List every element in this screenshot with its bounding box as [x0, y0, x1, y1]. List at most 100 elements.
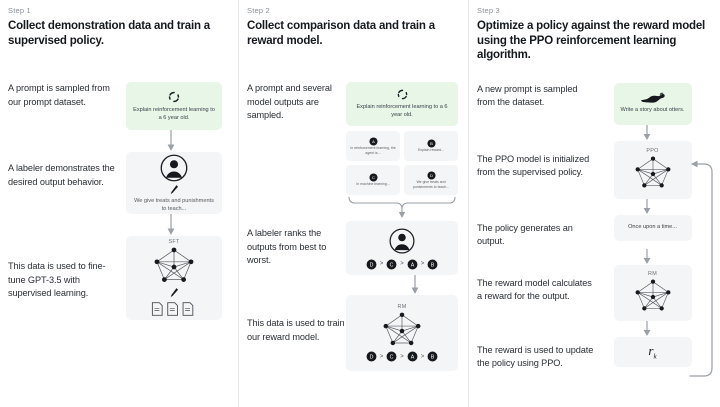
neural-network-icon — [154, 247, 194, 282]
output-text-d: We give treats and punishments to teach.… — [412, 179, 450, 189]
arrow-down-icon — [411, 275, 419, 294]
step-3-caption-5: The reward is used to update the policy … — [477, 344, 594, 369]
ranking-card: D > C > A > — [346, 221, 458, 275]
step-1-caption-3: This data is used to fine-tune GPT-3.5 w… — [8, 261, 106, 298]
output-card: Once upon a time... — [613, 214, 692, 241]
step-3-caption-1: A new prompt is sampled from the dataset… — [477, 83, 578, 108]
ranking-row: D > C > A > — [366, 259, 439, 270]
step-1-row-2: A labeler demonstrates the desired outpu… — [8, 152, 228, 214]
arrow-down-icon — [167, 214, 175, 235]
rank-separator: > — [400, 261, 404, 267]
output-text-b: Explain reward... — [417, 148, 445, 153]
prompt-card: Explain reinforcement learning to a 6 ye… — [346, 82, 458, 126]
arrow-down-icon — [643, 124, 651, 140]
output-card-c: C In machine learning... — [346, 165, 400, 195]
output-text-c: In machine learning... — [356, 182, 390, 187]
step-3-caption-4: The reward model calculates a reward for… — [477, 277, 592, 302]
labeler-person-icon — [160, 154, 188, 182]
arrow-down-icon — [643, 198, 651, 214]
prompt-card: Write a story about otters. — [613, 82, 692, 125]
ranking-row: D > C > A > — [366, 351, 439, 362]
arrow-down-icon — [167, 130, 175, 151]
svg-text:A: A — [411, 354, 415, 360]
svg-text:D: D — [430, 173, 433, 178]
step-3-visual-1: Write a story about otters. — [595, 82, 710, 125]
step-3-row-3: The policy generates an output. Once upo… — [477, 214, 710, 249]
svg-text:A: A — [372, 139, 375, 144]
step-1-caption-1: A prompt is sampled from our prompt data… — [8, 83, 110, 107]
step-3-row-4: The reward model calculates a reward for… — [477, 264, 710, 321]
labeler-person-icon — [389, 227, 415, 254]
step-2-visual-3: RM — [346, 295, 458, 371]
step-1-label: Step 1 — [8, 6, 31, 15]
rank-separator: > — [379, 353, 384, 360]
neural-network-icon — [635, 279, 670, 310]
rank-separator: > — [420, 353, 425, 360]
prompt-card-text: Write a story about otters. — [620, 107, 685, 114]
labeler-card-text: We give treats and punishments to teach.… — [134, 197, 214, 212]
ppo-feedback-loop-arrow — [689, 160, 713, 377]
step-1-visual-1: Explain reinforcement learning to a 6 ye… — [120, 82, 228, 130]
output-text-a: In reinforcement learning, the agent is.… — [350, 145, 396, 155]
badge-d-icon: D — [426, 171, 436, 180]
prompt-card: Explain reinforcement learning to a 6 ye… — [126, 82, 222, 130]
neural-network-icon — [635, 156, 670, 187]
step-1-title: Collect demonstration data and train a s… — [8, 20, 210, 47]
step-1-row-1: A prompt is sampled from our prompt data… — [8, 82, 228, 130]
rm-label: RM — [397, 304, 407, 310]
rank-separator: > — [400, 353, 404, 360]
step-3-column: Step 3 Optimize a policy against the rew… — [468, 0, 720, 407]
rm-model-card: RM — [346, 295, 458, 371]
labeler-card: We give treats and punishments to teach.… — [126, 152, 222, 214]
step-2-column: Step 2 Collect comparison data and train… — [238, 0, 468, 407]
circular-arrows-icon — [168, 91, 180, 103]
svg-text:C: C — [372, 175, 375, 180]
badge-a-icon: A — [407, 259, 418, 269]
step-2-caption-1: A prompt and several model outputs are s… — [247, 83, 332, 120]
badge-b-icon: B — [426, 139, 436, 148]
badge-b-icon: B — [427, 351, 438, 362]
step-3-visual-3: Once upon a time... — [595, 214, 710, 241]
reward-card: rk — [613, 336, 692, 367]
pen-icon — [170, 185, 178, 194]
svg-text:D: D — [369, 354, 373, 360]
otter-icon — [640, 92, 665, 103]
rm-label: RM — [648, 270, 657, 277]
step-3-row-2: The PPO model is initialized from the su… — [477, 140, 710, 199]
neural-network-icon — [383, 312, 421, 346]
ppo-model-card: PPO — [613, 140, 692, 199]
badge-c-icon: C — [386, 351, 397, 362]
step-2-visual-1: Explain reinforcement learning to a 6 ye… — [346, 82, 458, 219]
step-3-caption-3: The policy generates an output. — [477, 222, 573, 247]
step-1-column: Step 1 Collect demonstration data and tr… — [0, 0, 238, 407]
badge-a-icon: A — [368, 137, 378, 146]
arrow-down-icon — [643, 320, 651, 336]
step-1-caption-2: A labeler demonstrates the desired outpu… — [8, 163, 115, 187]
step-2-caption-2: A labeler ranks the outputs from best to… — [247, 228, 327, 265]
model-outputs-grid: A In reinforcement learning, the agent i… — [346, 131, 458, 195]
brace-collapse-icon — [348, 196, 456, 218]
badge-c-icon: C — [368, 173, 378, 182]
arrow-down-icon — [643, 248, 651, 264]
badge-b-icon: B — [427, 259, 438, 269]
sft-model-card: SFT — [126, 236, 222, 320]
svg-text:C: C — [390, 262, 394, 268]
step-3-label: Step 3 — [477, 6, 500, 15]
step-3-visual-4: RM — [595, 264, 710, 321]
step-3-row-5: The reward is used to update the policy … — [477, 336, 710, 371]
svg-text:B: B — [431, 354, 435, 360]
step-3-visual-2: PPO — [595, 140, 710, 199]
step-3-visual-5: rk — [595, 336, 710, 367]
step-3-title: Optimize a policy against the reward mod… — [477, 20, 706, 61]
reward-letter: r — [648, 342, 654, 358]
step-1-visual-3: SFT — [120, 236, 228, 320]
step-3-row-1: A new prompt is sampled from the dataset… — [477, 82, 710, 125]
ppo-label: PPO — [646, 147, 659, 154]
badge-c-icon: C — [386, 259, 397, 269]
svg-text:B: B — [430, 141, 433, 146]
step-2-label: Step 2 — [247, 6, 270, 15]
svg-text:C: C — [390, 354, 394, 360]
svg-text:D: D — [369, 262, 373, 268]
output-card-d: D We give treats and punishments to teac… — [404, 165, 458, 195]
